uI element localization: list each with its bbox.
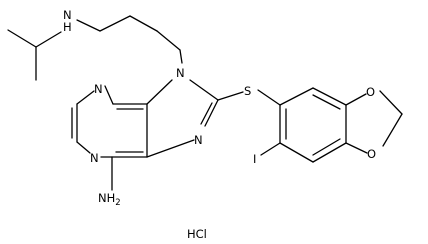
bond bbox=[200, 102, 213, 125]
bond bbox=[279, 142, 314, 163]
atom-label-o-bottom: O bbox=[367, 147, 376, 161]
bond bbox=[146, 139, 195, 158]
atom-label-n3: N bbox=[90, 151, 99, 165]
amine-subscript: 2 bbox=[115, 198, 120, 208]
atom-label-o-top: O bbox=[366, 85, 375, 99]
bond bbox=[35, 31, 62, 48]
bond bbox=[345, 142, 368, 154]
atom-label-iodine: I bbox=[253, 152, 256, 166]
bond bbox=[129, 15, 158, 32]
atom-label-n1: N bbox=[94, 82, 103, 96]
atom-label-n-isopropyl: N bbox=[63, 8, 72, 22]
bond bbox=[7, 29, 37, 48]
bond bbox=[379, 90, 403, 115]
bond bbox=[312, 142, 347, 163]
bond bbox=[189, 79, 219, 101]
atom-label-n7: N bbox=[194, 133, 203, 147]
bond bbox=[156, 30, 181, 51]
bond bbox=[312, 138, 341, 156]
bond bbox=[99, 15, 131, 32]
salt-label: HCl bbox=[187, 227, 207, 241]
bond bbox=[382, 113, 403, 147]
bond bbox=[312, 87, 347, 106]
atom-label-amine: NH2 bbox=[98, 191, 121, 208]
bond bbox=[345, 93, 367, 106]
bond bbox=[204, 99, 219, 127]
bond bbox=[76, 141, 91, 154]
bond bbox=[260, 142, 281, 156]
bond bbox=[179, 49, 183, 64]
bond bbox=[76, 19, 101, 32]
atom-label-n9: N bbox=[176, 66, 185, 80]
amine-nh: NH bbox=[98, 191, 115, 205]
bond bbox=[76, 90, 95, 105]
atom-label-h-isopropyl: H bbox=[63, 20, 72, 34]
bond bbox=[146, 79, 173, 105]
bond bbox=[257, 89, 281, 106]
atom-label-s: S bbox=[244, 84, 251, 98]
bond bbox=[279, 87, 314, 106]
bond bbox=[312, 94, 341, 110]
bond bbox=[217, 91, 244, 101]
bond bbox=[104, 85, 114, 105]
